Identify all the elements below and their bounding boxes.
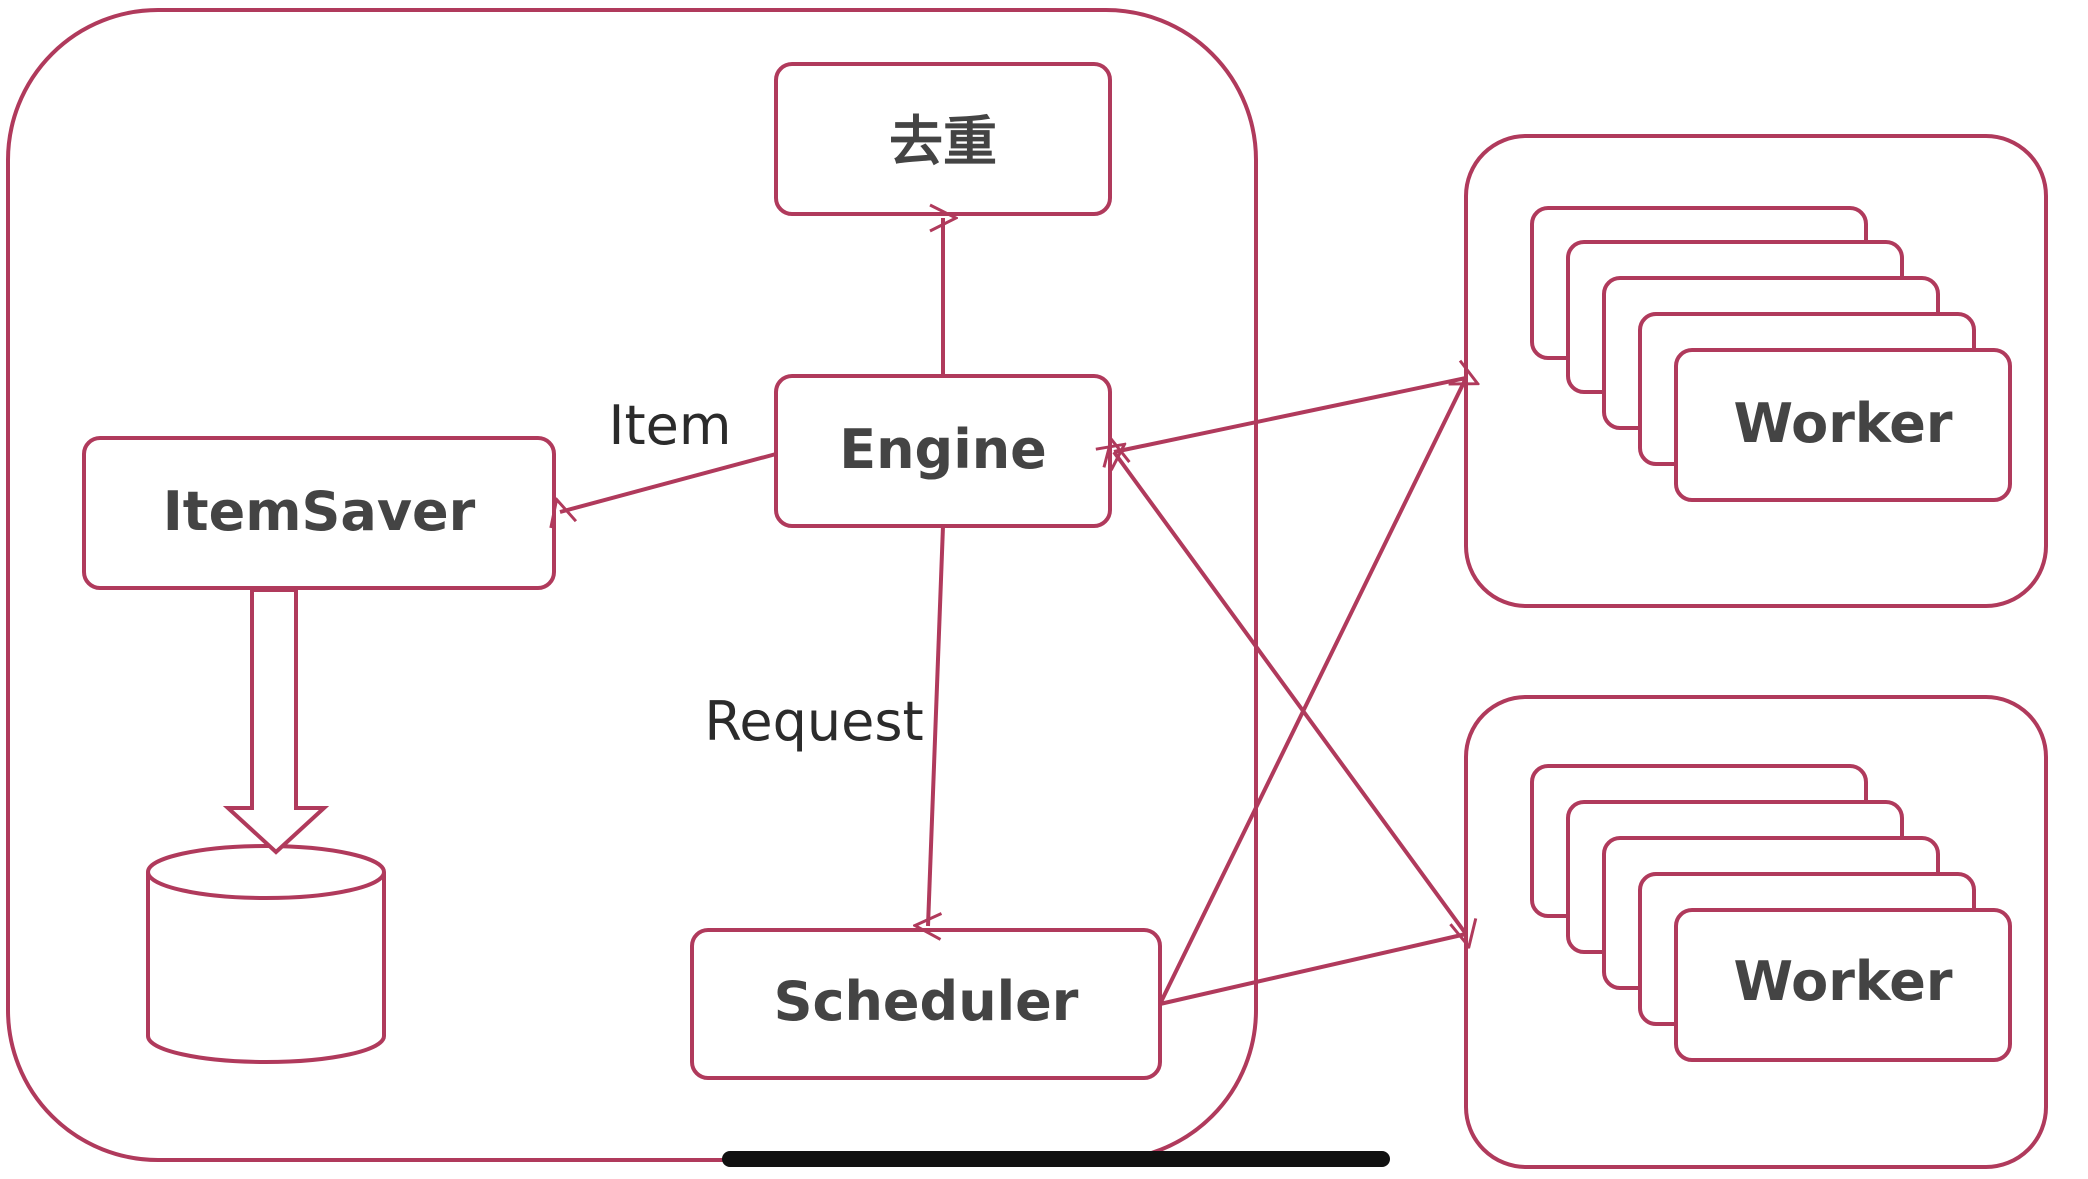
item-edge-label: Item [609,394,732,457]
scheduler-to-worker-top-arrow [1158,378,1466,1005]
request-edge-label: Request [704,690,923,753]
home-indicator[interactable] [722,1151,1390,1167]
itemsaver-label: ItemSaver [163,480,476,543]
worker-bottom-to-engine-arrow [1114,452,1468,936]
scheduler-to-worker-bottom-arrow [1159,934,1466,1006]
itemsaver-to-db-arrow [222,588,330,855]
worker-stack-bottom [1530,764,2012,1062]
scheduler-label: Scheduler [774,970,1079,1033]
worker-bottom-label: Worker [1733,950,1952,1013]
engine-to-itemsaver-arrow [560,452,777,512]
database-cylinder [146,844,386,1064]
engine-label: Engine [839,418,1047,481]
engine-to-scheduler-arrow [928,525,945,926]
worker-box-bottom [1674,908,2012,1062]
worker-stack-top [1530,206,2012,502]
dedup-label: 去重 [889,110,997,173]
worker-box-top [1674,348,2012,502]
worker-top-to-engine-arrow [1114,376,1467,452]
worker-top-label: Worker [1733,392,1952,455]
